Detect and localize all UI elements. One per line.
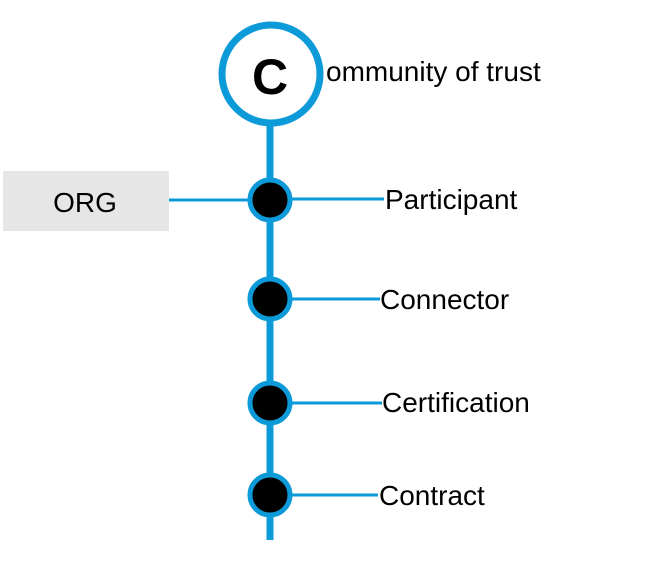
node-participant: Participant — [247, 177, 518, 223]
node-certification: Certification — [247, 380, 530, 426]
header-letter: C — [252, 49, 288, 105]
participant-node-dot — [247, 177, 293, 223]
node-connector: Connector — [247, 276, 509, 322]
participant-label: Participant — [385, 184, 518, 215]
connector-node-dot — [247, 276, 293, 322]
contract-label: Contract — [379, 480, 485, 511]
certification-label: Certification — [382, 387, 530, 418]
org-box — [3, 171, 169, 231]
connector-label: Connector — [380, 284, 509, 315]
header-text: ommunity of trust — [326, 56, 541, 87]
header-circle — [218, 21, 324, 127]
certification-node-dot — [247, 380, 293, 426]
contract-node-dot — [247, 472, 293, 518]
node-contract: Contract — [247, 472, 485, 518]
org-label: ORG — [53, 187, 117, 218]
